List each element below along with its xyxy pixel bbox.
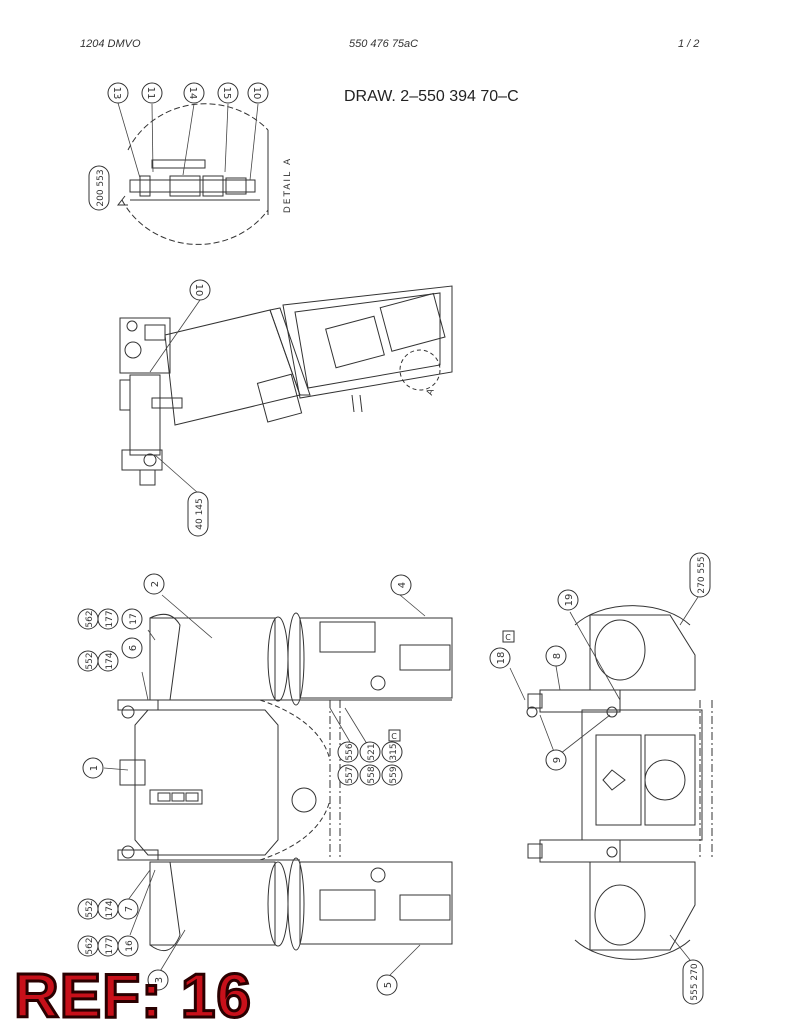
balloon-177-top: 177 [105,610,115,627]
balloon-6: 6 [128,645,139,651]
balloon-174-top: 174 [105,652,115,669]
balloon-13: 13 [111,87,122,100]
side-view [526,605,713,960]
header-part-number: 550 476 75aC [349,38,419,50]
balloon-315: 315 [389,743,399,760]
balloon-552-top: 552 [85,652,95,669]
balloon-7: 7 [124,906,135,912]
header-doc-code: 1204 DMVO [80,38,141,50]
balloon-562-bottom: 562 [85,937,95,954]
balloon-top-10: 10 [193,284,204,297]
balloon-559: 559 [389,766,399,783]
balloon-10: 10 [251,87,262,100]
balloon-557: 557 [345,766,355,783]
section-a-label: A [425,387,437,397]
balloon-19: 19 [564,594,575,607]
balloon-18: 18 [496,652,507,665]
balloon-17: 17 [129,613,139,624]
balloon-8: 8 [552,653,563,659]
top-view [119,285,453,486]
balloon-3: 3 [154,977,165,983]
drawing-number: DRAW. 2–550 394 70–C [344,88,519,105]
balloon-11: 11 [145,87,156,100]
balloon-556: 556 [345,743,355,760]
balloon-14: 14 [187,87,198,100]
balloon-200-553: 200 553 [96,169,106,206]
detail-a-label: DETAIL A [283,157,293,213]
balloon-552-bottom: 552 [85,900,95,917]
box-c-left: C [391,732,397,741]
balloon-558: 558 [367,766,377,783]
balloon-5: 5 [383,982,394,988]
balloon-40-145: 40 145 [195,498,205,530]
balloon-16: 16 [125,940,135,952]
balloon-177-bottom: 177 [105,937,115,954]
front-view [117,612,453,952]
reference-label: REF: 16 [13,962,253,1031]
balloon-2: 2 [150,581,161,587]
balloon-9: 9 [552,757,563,763]
box-c-right: C [505,633,511,642]
balloon-15: 15 [221,87,232,100]
balloon-270-555: 270 555 [697,556,707,593]
balloon-521: 521 [367,743,377,760]
detail-a-view [116,103,269,245]
balloon-555-270: 555 270 [690,963,700,1000]
header-page-number: 1 / 2 [678,38,700,50]
balloon-562-top: 562 [85,610,95,627]
balloon-4: 4 [397,582,408,588]
balloon-174-bottom: 174 [105,900,115,917]
balloon-1: 1 [89,765,100,771]
